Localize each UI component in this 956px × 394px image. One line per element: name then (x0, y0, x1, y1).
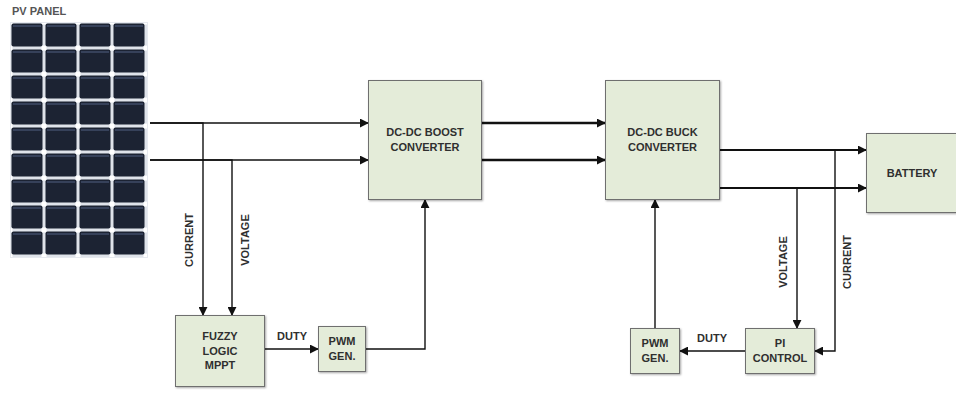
signal-wire (482, 122, 605, 125)
signal-wire (680, 350, 745, 351)
signal-wire (366, 200, 425, 349)
solar-panel-illustration (10, 22, 148, 258)
signal-label: VOLTAGE (239, 213, 252, 267)
signal-label: DUTY (696, 332, 728, 345)
signal-wire (720, 150, 835, 351)
box-label: DC-DC BUCK CONVERTER (616, 125, 709, 155)
signal-label: CURRENT (183, 212, 196, 268)
box-label: BATTERY (887, 166, 938, 181)
box-label: PI CONTROL (751, 336, 809, 366)
signal-wire (150, 160, 232, 315)
signal-wire (150, 123, 203, 315)
panel-heading: PV PANEL (12, 4, 66, 19)
panel-cells (11, 23, 147, 257)
converter-box: DC-DC BUCK CONVERTER (605, 80, 720, 200)
converter-box: DC-DC BOOST CONVERTER (368, 80, 482, 200)
pwm-box: PWM GEN. (318, 326, 366, 372)
signal-label: DUTY (276, 330, 308, 343)
box-label: FUZZY LOGIC MPPT (186, 329, 254, 374)
signal-wire (482, 159, 605, 162)
box-label: DC-DC BOOST CONVERTER (379, 125, 471, 155)
controller-box: PI CONTROL (745, 328, 815, 374)
panel-frame (10, 22, 148, 258)
pv-panel: PV PANEL (10, 4, 150, 260)
signal-label: CURRENT (841, 234, 854, 290)
pwm-box: PWM GEN. (630, 328, 680, 374)
battery-box: BATTERY (866, 133, 956, 213)
box-label: PWM GEN. (323, 334, 361, 364)
signal-wire (654, 200, 655, 328)
box-label: PWM GEN. (636, 336, 674, 366)
controller-box: FUZZY LOGIC MPPT (175, 315, 265, 387)
signal-wire (720, 188, 797, 328)
signal-label: VOLTAGE (777, 235, 790, 289)
signal-wire (265, 348, 318, 349)
